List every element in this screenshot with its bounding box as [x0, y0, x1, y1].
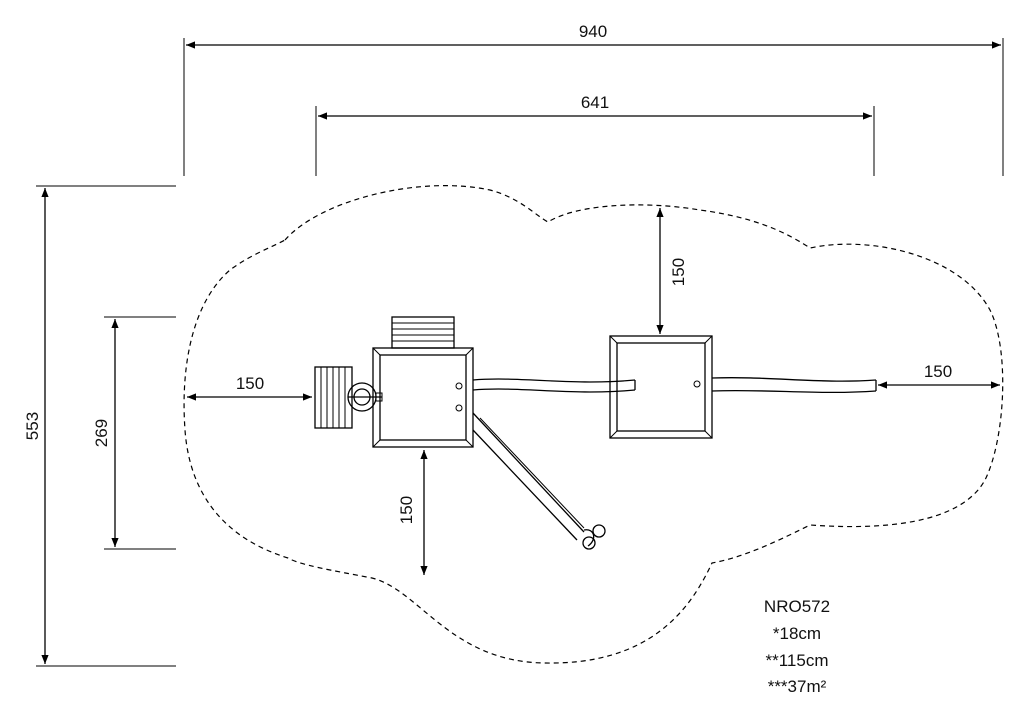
- platform-right: [609, 335, 713, 439]
- dim-label-overall-width: 940: [579, 22, 607, 41]
- dim-label-structure-width: 641: [581, 93, 609, 112]
- dim-label-clearance-right: 150: [924, 362, 952, 381]
- free-height: **115cm: [766, 651, 829, 670]
- bridge-plank: [472, 378, 636, 393]
- dim-label-clearance-top: 150: [669, 258, 688, 286]
- info-block: NRO572 *18cm **115cm ***37m²: [764, 597, 830, 696]
- ladder: [391, 316, 455, 349]
- safety-zone-outline: [183, 185, 1004, 664]
- dim-label-overall-height: 553: [23, 412, 42, 440]
- dim-label-clearance-left: 150: [236, 374, 264, 393]
- platform-left: [372, 347, 474, 448]
- model-number: NRO572: [764, 597, 830, 616]
- slide: [472, 412, 606, 550]
- fall-height: *18cm: [773, 624, 821, 643]
- dim-label-platform-depth: 269: [92, 419, 111, 447]
- climbing-steps: [314, 366, 353, 429]
- dim-label-clearance-bottom: 150: [397, 496, 416, 524]
- steering-wheel: [347, 382, 383, 412]
- area: ***37m²: [768, 677, 827, 696]
- balance-beam: [711, 377, 877, 394]
